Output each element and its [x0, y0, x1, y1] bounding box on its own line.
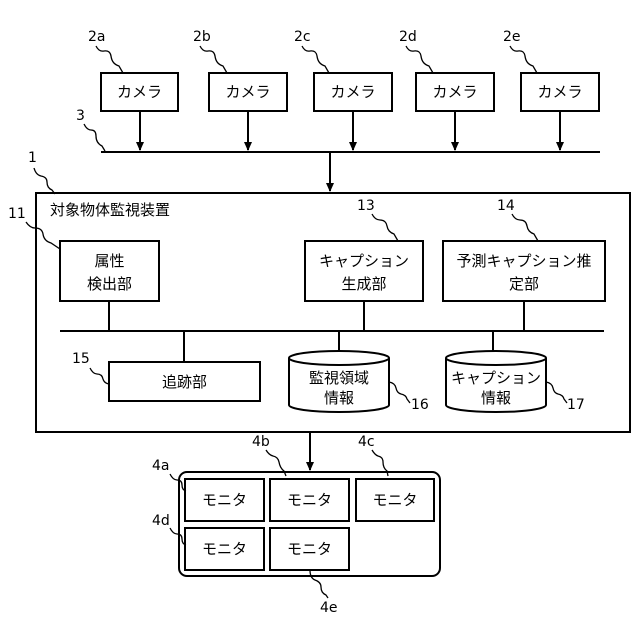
svg-text:カメラ: カメラ [537, 83, 582, 101]
svg-text:モニタ: モニタ [372, 491, 417, 509]
leader-2b [200, 46, 227, 73]
svg-text:情報: 情報 [324, 389, 354, 407]
attribute-detector-box: 属性 検出部 [60, 241, 159, 301]
ref-label-4e: 4e [320, 600, 338, 616]
svg-text:カメラ: カメラ [117, 83, 162, 101]
leader-3 [84, 124, 105, 151]
leader-2c [302, 46, 329, 73]
leader-2e [510, 46, 537, 73]
monitor-4d: モニタ [185, 528, 264, 570]
svg-text:モニタ: モニタ [202, 540, 247, 558]
svg-text:追跡部: 追跡部 [162, 373, 207, 391]
camera-2d: カメラ [416, 73, 494, 111]
ref-label-2a: 2a [88, 29, 106, 45]
ref-label-14: 14 [497, 198, 515, 214]
svg-text:カメラ: カメラ [330, 83, 375, 101]
svg-text:モニタ: モニタ [287, 540, 332, 558]
leader-2a [96, 46, 123, 73]
monitor-4c: モニタ [356, 479, 434, 521]
ref-label-2c: 2c [294, 29, 311, 45]
camera-2c: カメラ [314, 73, 392, 111]
ref-label-4d: 4d [152, 513, 170, 529]
svg-text:キャプション: キャプション [319, 252, 409, 270]
svg-text:カメラ: カメラ [225, 83, 270, 101]
svg-text:キャプション: キャプション [451, 369, 541, 387]
tracker-box: 追跡部 [109, 362, 260, 401]
leader-2d [406, 46, 433, 73]
svg-text:モニタ: モニタ [287, 491, 332, 509]
svg-text:予測キャプション推: 予測キャプション推 [456, 252, 591, 270]
ref-label-1: 1 [28, 150, 37, 166]
svg-text:生成部: 生成部 [341, 275, 386, 293]
monitoring-area-database: 監視領域 情報 [289, 351, 389, 412]
device-title: 対象物体監視装置 [50, 201, 170, 219]
monitor-4e: モニタ [270, 528, 349, 570]
ref-label-2d: 2d [399, 29, 417, 45]
monitor-4a: モニタ [185, 479, 264, 521]
camera-2a: カメラ [101, 73, 178, 111]
ref-label-16: 16 [411, 397, 429, 413]
svg-text:検出部: 検出部 [87, 275, 132, 293]
ref-label-13: 13 [357, 198, 375, 214]
caption-generator-box: キャプション 生成部 [305, 241, 423, 301]
ref-label-3: 3 [76, 108, 85, 124]
svg-text:情報: 情報 [481, 389, 511, 407]
caption-database: キャプション 情報 [446, 351, 546, 412]
svg-text:属性: 属性 [94, 252, 124, 270]
predicted-caption-estimator-box: 予測キャプション推 定部 [443, 241, 605, 301]
monitor-4b: モニタ [270, 479, 349, 521]
ref-label-2b: 2b [193, 29, 211, 45]
ref-label-4b: 4b [252, 434, 270, 450]
leader-1 [34, 168, 55, 194]
ref-label-4a: 4a [152, 458, 170, 474]
svg-text:カメラ: カメラ [432, 83, 477, 101]
camera-2e: カメラ [521, 73, 599, 111]
ref-label-4c: 4c [358, 434, 375, 450]
ref-label-17: 17 [567, 397, 585, 413]
ref-label-2e: 2e [503, 29, 521, 45]
svg-text:監視領域: 監視領域 [309, 369, 369, 387]
camera-2b: カメラ [209, 73, 287, 111]
ref-label-15: 15 [72, 351, 90, 367]
svg-text:モニタ: モニタ [202, 491, 247, 509]
ref-label-11: 11 [8, 206, 26, 222]
svg-text:定部: 定部 [509, 275, 539, 293]
